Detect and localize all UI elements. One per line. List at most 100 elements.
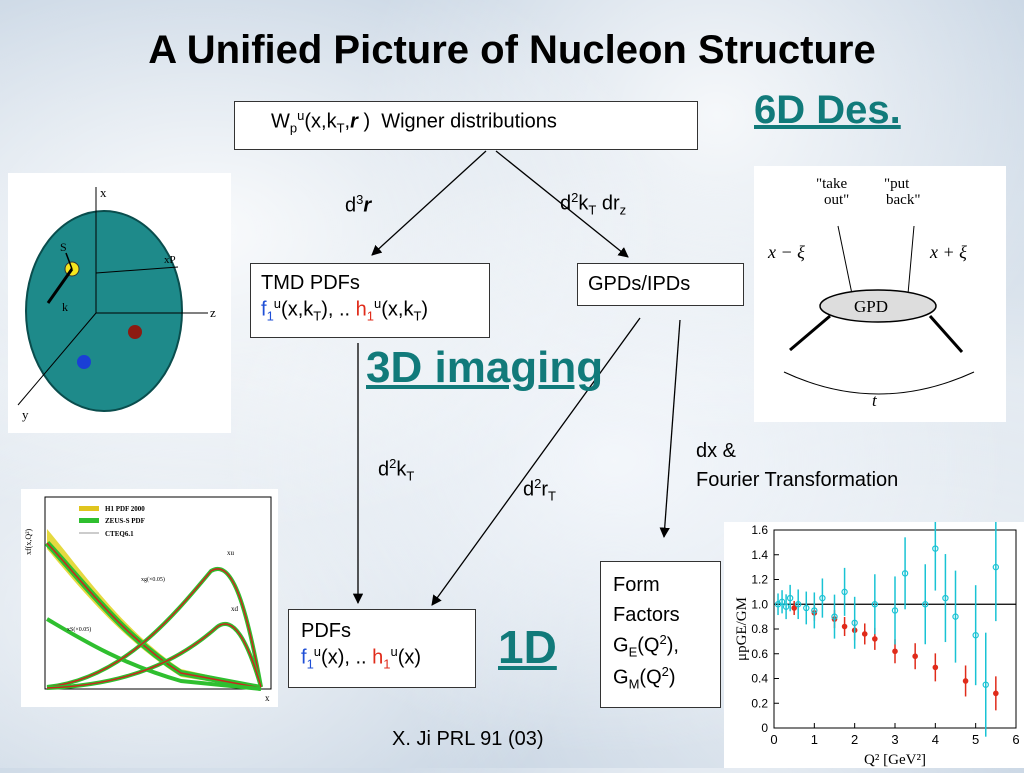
data-point-cyan <box>811 607 818 614</box>
ff-gm-sub: M <box>628 676 640 692</box>
tmd-formula: f1u(x,kT), .. h1u(x,kT) <box>261 296 489 326</box>
quark-blue <box>77 355 91 369</box>
wigner-close: ) <box>357 110 371 133</box>
xg-center <box>46 542 262 689</box>
d3r-d: d <box>345 194 357 217</box>
wigner-subT: T <box>336 120 345 136</box>
kt-arrow <box>46 268 74 304</box>
gpd-title: GPDs/IPDs <box>588 273 691 295</box>
label-y: y <box>22 407 29 422</box>
legend-zeus <box>79 518 99 523</box>
ff-ge-sub: E <box>628 644 638 660</box>
x-tick-label: 5 <box>972 732 979 747</box>
x-tick-label: 6 <box>1012 732 1019 747</box>
tmd-f-sup: u <box>273 296 282 311</box>
y-tick-label: 0.6 <box>751 647 768 661</box>
ff-ge-g: G <box>613 634 629 657</box>
pdf-f-sup: u <box>313 644 322 659</box>
citation: X. Ji PRL 91 (03) <box>392 728 544 750</box>
tmd-h-sub: 1 <box>366 308 375 324</box>
d2kt-k: k <box>578 192 589 215</box>
data-point-cyan <box>782 603 790 610</box>
d2rt-label: d2rT <box>523 476 556 504</box>
label-xs: xS(×0.05) <box>67 626 91 633</box>
wigner-sub: p <box>289 120 298 136</box>
y-axis-label: μpGE/GM <box>734 597 750 661</box>
x-axis-label: Q² [GeV²] <box>864 752 926 768</box>
pdf-h: h <box>372 646 384 669</box>
pdf-box: PDFs f1u(x), .. h1u(x) <box>288 609 476 688</box>
put-back-2: back" <box>886 192 920 208</box>
axis-xp <box>95 266 179 274</box>
tmd-f: f <box>261 298 267 321</box>
take-out-1: "take <box>816 176 847 192</box>
data-point-cyan <box>851 619 858 627</box>
label-kt: k <box>62 300 68 314</box>
data-point-cyan <box>871 601 879 608</box>
axis-y <box>17 312 97 406</box>
data-point-red <box>993 690 999 697</box>
tmd-h-sup: u <box>374 296 382 311</box>
wigner-box: Wpu(x,kT,r ) Wigner distributions <box>234 101 698 150</box>
pdf-h-args: (x) <box>397 646 422 669</box>
quark-red <box>128 325 142 339</box>
data-point-cyan <box>972 631 979 639</box>
pdf-f-sub: 1 <box>306 656 314 672</box>
ff-gm-close: ) <box>668 666 676 689</box>
d2kt2-sup: 2 <box>389 456 397 471</box>
pdf-xlabel: x <box>265 693 270 703</box>
legend-h1 <box>79 506 99 511</box>
wigner-args: (x,k <box>304 110 337 133</box>
label-xg: xg(×0.05) <box>141 576 165 583</box>
gpd-svg: "take out" "put back" x − ξ x + ξ GPD t <box>767 176 975 410</box>
gpd-blob <box>819 289 937 323</box>
wigner-sup: u <box>297 108 305 123</box>
page-title: A Unified Picture of Nucleon Structure <box>148 28 876 72</box>
six-d-label: 6D Des. <box>754 88 901 132</box>
d2kt-d: d <box>560 192 572 215</box>
d2kt-dr: dr <box>596 192 620 215</box>
data-point-cyan <box>841 588 848 596</box>
ff-ge-sup: 2 <box>659 632 667 647</box>
label-xdv: xd <box>231 605 239 613</box>
x-tick-label: 0 <box>770 732 777 747</box>
data-point-red <box>932 664 939 671</box>
xdv-center <box>46 623 262 689</box>
legend-zeus-text: ZEUS-S PDF <box>105 517 145 525</box>
nucleon-sphere <box>25 210 183 412</box>
t-label: t <box>872 391 878 410</box>
data-point-cyan <box>831 613 838 620</box>
d2kt-drz-label: d2kT drz <box>560 190 626 218</box>
tmd-f-sub: 1 <box>266 308 274 324</box>
three-d-label: 3D imaging <box>366 343 604 392</box>
ff-ge-close: ), <box>666 634 679 657</box>
xuv-center <box>46 568 262 688</box>
ff-gm-g: G <box>613 666 629 689</box>
tmd-title: TMD PDFs <box>261 272 360 294</box>
ff-gm-sup: 2 <box>661 664 669 680</box>
x-tick-label: 4 <box>932 732 939 747</box>
tmd-h-close: ) <box>421 298 429 321</box>
wigner-w: W <box>271 110 290 133</box>
label-z: z <box>210 305 216 320</box>
data-point-cyan <box>922 601 929 608</box>
tmd-f-argsub: T <box>313 308 322 324</box>
data-point-cyan <box>942 594 949 602</box>
pdf-curves-svg: xf(x,Q²) x H1 PDF 2000 ZEUS-S PDF CTEQ6.… <box>24 496 272 703</box>
put-back-1: "put <box>884 176 910 192</box>
pdf-f: f <box>301 646 307 669</box>
dx-label: dx & Fourier Transformation <box>696 437 898 495</box>
pdf-formula: f1u(x), .. h1u(x) <box>301 644 475 674</box>
pdf-curves-figure: xf(x,Q²) x H1 PDF 2000 ZEUS-S PDF CTEQ6.… <box>21 489 278 707</box>
proton-out <box>928 315 964 353</box>
xs-curve <box>45 617 262 691</box>
ff-line1: Form <box>613 574 660 596</box>
d2rt-sup: 2 <box>534 476 542 491</box>
tmd-h-args: (x,k <box>381 298 414 321</box>
tmd-h: h <box>355 298 367 321</box>
arrow-wigner-gpd <box>495 150 629 258</box>
data-point-cyan <box>786 594 794 602</box>
x-minus-xi: x − ξ <box>767 242 805 262</box>
data-point-cyan <box>803 604 810 612</box>
